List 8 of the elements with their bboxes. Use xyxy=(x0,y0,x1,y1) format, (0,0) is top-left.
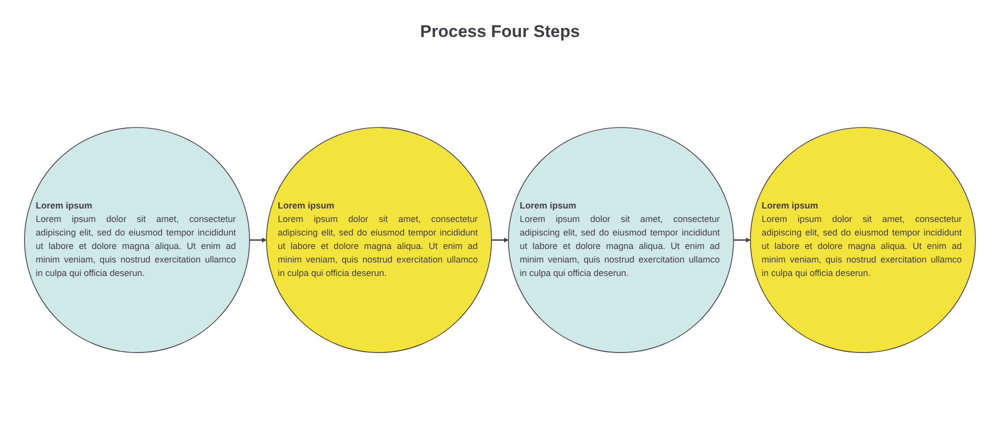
diagram-title: Process Four Steps xyxy=(419,22,581,42)
arrow xyxy=(734,238,751,242)
node-circle: Lorem ipsum Lorem ipsum dolor sit amet, consectetur adipiscing elit, sed do eiusmod tempor incididunt ut labore et dolore magna aliqua. Ut enim ad minim veniam, quis nostrud exercitation ullamco in culpa qui officia deserun. xyxy=(508,127,734,353)
node-circle: Lorem ipsum Lorem ipsum dolor sit amet, consectetur adipiscing elit, sed do eiusmod tempor incididunt ut labore et dolore magna aliqua. Ut enim ad minim veniam, quis nostrud exercitation ullamco in culpa qui officia deserun. xyxy=(750,127,976,353)
arrow xyxy=(492,238,509,242)
arrow xyxy=(250,238,267,242)
node-circle: Lorem ipsum Lorem ipsum dolor sit amet, consectetur adipiscing elit, sed do eiusmod tempor incididunt ut labore et dolore magna aliqua. Ut enim ad minim veniam, quis nostrud exercitation ullamco in culpa qui officia deserun. xyxy=(266,127,492,353)
node-circle: Lorem ipsum Lorem ipsum dolor sit amet, consectetur adipiscing elit, sed do eiusmod tempor incididunt ut labore et dolore magna aliqua. Ut enim ad minim veniam, quis nostrud exercitation ullamco in culpa qui officia deserun. xyxy=(24,127,250,353)
